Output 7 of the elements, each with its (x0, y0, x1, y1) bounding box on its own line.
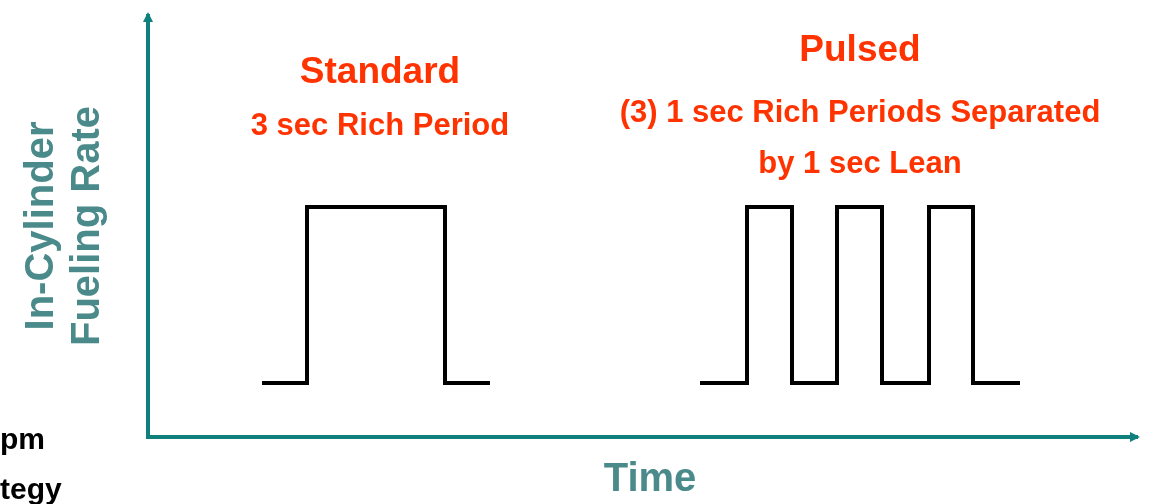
chart-subheading: (3) 1 sec Rich Periods Separated by 1 sec Lean (618, 93, 1102, 183)
axis-label: In-Cylinder Fueling Rate (16, 105, 108, 348)
axis-label: Time (602, 454, 698, 501)
chart-heading: Standard (298, 49, 462, 93)
chart-heading: Pulsed (798, 27, 922, 71)
text-fragment: pm (0, 421, 45, 457)
chart-subheading: 3 sec Rich Period (249, 106, 511, 144)
